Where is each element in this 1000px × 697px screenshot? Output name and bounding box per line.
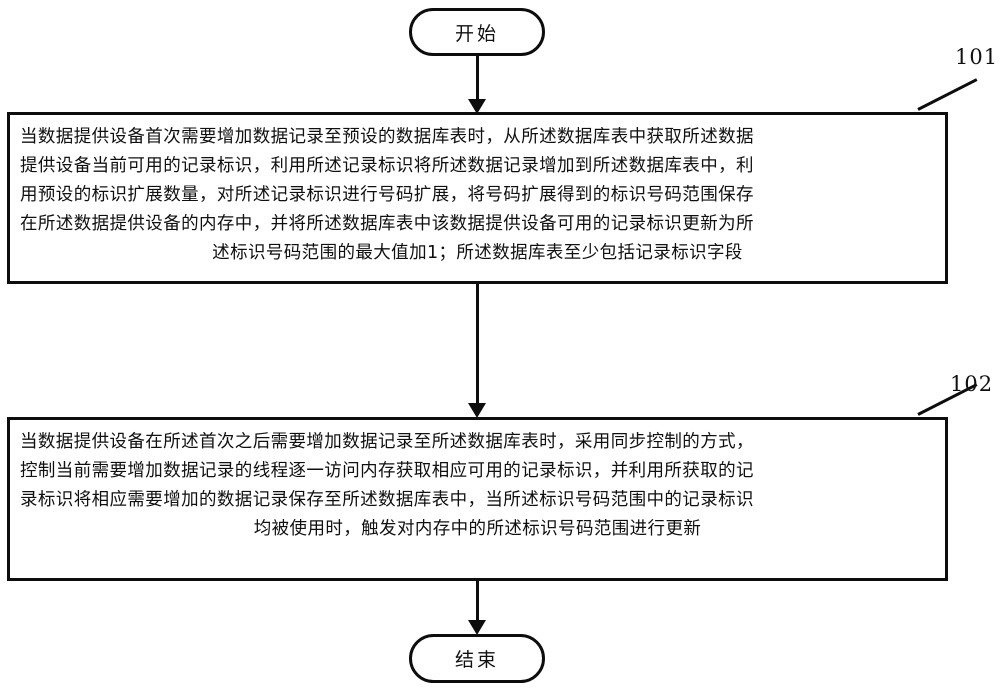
end-node: 结束 (409, 634, 545, 683)
text-line: 均被使用时，触发对内存中的所述标识号码范围进行更新 (253, 519, 702, 539)
text-line: 述标识号码范围的最大值加1；所述数据库表至少包括记录标识字段 (212, 243, 743, 263)
process-box-step-102-text: 当数据提供设备在所述首次之后需要增加数据记录至所述数据库表时，采用同步控制的方式… (20, 428, 935, 544)
text-line: 控制当前需要增加数据记录的线程逐一访问内存获取相应可用的记录标识，并利用所获取的… (20, 461, 754, 481)
start-node-label: 开始 (454, 22, 499, 45)
down-arrow-icon (468, 403, 486, 418)
process-box-step-101-text: 当数据提供设备首次需要增加数据记录至预设的数据库表时，从所述数据库表中获取所述数… (20, 123, 935, 268)
start-node: 开始 (409, 8, 545, 56)
reference-label-102: 102 (950, 372, 994, 396)
text-line: 提供设备当前可用的记录标识，利用所述记录标识将所述数据记录增加到所述数据库表中，… (20, 156, 754, 176)
down-arrow-icon (468, 620, 486, 635)
reference-label-101: 101 (955, 45, 999, 69)
text-line: 用预设的标识扩展数量，对所述记录标识进行号码扩展，将号码扩展得到的标识号码范围保… (20, 185, 754, 205)
connector-step102-to-end (476, 581, 479, 621)
process-box-step-102: 当数据提供设备在所述首次之后需要增加数据记录至所述数据库表时，采用同步控制的方式… (7, 417, 948, 581)
connector-start-to-step101 (476, 56, 479, 100)
process-box-step-101: 当数据提供设备首次需要增加数据记录至预设的数据库表时，从所述数据库表中获取所述数… (7, 112, 948, 284)
end-node-label: 结束 (454, 649, 499, 671)
down-arrow-icon (468, 99, 486, 114)
connector-step101-to-step102 (476, 284, 479, 404)
text-line: 当数据提供设备首次需要增加数据记录至预设的数据库表时，从所述数据库表中获取所述数… (20, 127, 754, 147)
text-line: 在所述数据提供设备的内存中，并将所述数据库表中该数据提供设备可用的记录标识更新为… (20, 214, 754, 234)
reference-leader-line-101 (917, 78, 978, 111)
text-line: 当数据提供设备在所述首次之后需要增加数据记录至所述数据库表时，采用同步控制的方式… (20, 432, 754, 452)
text-line: 录标识将相应需要增加的数据记录保存至所述数据库表中，当所述标识号码范围中的记录标… (20, 490, 754, 510)
